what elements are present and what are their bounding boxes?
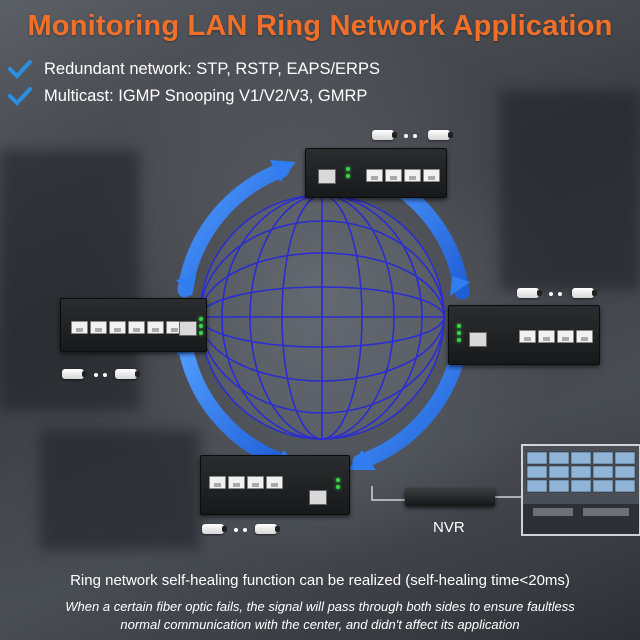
network-switch-right bbox=[448, 305, 600, 365]
ethernet-port bbox=[423, 169, 440, 182]
ethernet-port bbox=[209, 476, 226, 489]
cctv-camera-icon bbox=[115, 369, 140, 379]
ellipsis-dot bbox=[103, 373, 107, 377]
feature-text: Redundant network: STP, RSTP, EAPS/ERPS bbox=[44, 59, 380, 78]
ethernet-port bbox=[166, 321, 183, 334]
ethernet-port bbox=[71, 321, 88, 334]
ellipsis-dot bbox=[404, 134, 408, 138]
ethernet-port bbox=[538, 330, 555, 343]
feature-text: Multicast: IGMP Snooping V1/V2/V3, GMRP bbox=[44, 86, 368, 105]
ellipsis-dot bbox=[234, 528, 238, 532]
checkmark-icon bbox=[8, 60, 32, 79]
ethernet-port bbox=[90, 321, 107, 334]
nvr-label: NVR bbox=[433, 519, 465, 536]
sfp-port bbox=[318, 169, 336, 184]
network-switch-bottom bbox=[200, 455, 350, 515]
cctv-camera-icon bbox=[428, 130, 453, 140]
cctv-camera-icon bbox=[572, 288, 597, 298]
ethernet-port bbox=[404, 169, 421, 182]
nvr-device bbox=[405, 488, 495, 506]
sfp-port bbox=[469, 332, 487, 347]
subcaption-line: normal communication with the center, an… bbox=[120, 617, 520, 632]
ethernet-port bbox=[266, 476, 283, 489]
feature-item: Multicast: IGMP Snooping V1/V2/V3, GMRP bbox=[8, 86, 367, 106]
subcaption: When a certain fiber optic fails, the si… bbox=[0, 598, 640, 634]
ethernet-port bbox=[576, 330, 593, 343]
status-leds bbox=[457, 324, 461, 342]
ellipsis-dot bbox=[413, 134, 417, 138]
ethernet-port bbox=[557, 330, 574, 343]
background-shape bbox=[500, 90, 640, 290]
cctv-camera-icon bbox=[255, 524, 280, 534]
globe-icon bbox=[199, 194, 445, 440]
ethernet-port bbox=[366, 169, 383, 182]
checkmark-icon bbox=[8, 87, 32, 106]
page-title: Monitoring LAN Ring Network Application bbox=[27, 10, 613, 42]
cctv-camera-icon bbox=[62, 369, 87, 379]
ethernet-port bbox=[128, 321, 145, 334]
ellipsis-dot bbox=[243, 528, 247, 532]
status-leds bbox=[346, 167, 350, 178]
video-wall-picture bbox=[523, 446, 639, 534]
ethernet-port bbox=[247, 476, 264, 489]
cctv-camera-icon bbox=[517, 288, 542, 298]
ethernet-port bbox=[385, 169, 402, 182]
feature-item: Redundant network: STP, RSTP, EAPS/ERPS bbox=[8, 59, 380, 79]
status-leds bbox=[199, 317, 203, 335]
ellipsis-dot bbox=[549, 292, 553, 296]
ethernet-port bbox=[147, 321, 164, 334]
background-shape bbox=[0, 150, 140, 410]
cctv-camera-icon bbox=[202, 524, 227, 534]
network-switch-left bbox=[60, 298, 207, 352]
sfp-port bbox=[179, 321, 197, 336]
monitoring-center-image bbox=[521, 444, 640, 536]
ellipsis-dot bbox=[94, 373, 98, 377]
ethernet-port bbox=[519, 330, 536, 343]
ellipsis-dot bbox=[558, 292, 562, 296]
subcaption-line: When a certain fiber optic fails, the si… bbox=[65, 599, 575, 614]
ethernet-port bbox=[109, 321, 126, 334]
network-switch-top bbox=[305, 148, 447, 198]
sfp-port bbox=[309, 490, 327, 505]
caption: Ring network self-healing function can b… bbox=[70, 572, 570, 589]
background-shape bbox=[40, 430, 200, 550]
ethernet-port bbox=[228, 476, 245, 489]
status-leds bbox=[336, 478, 340, 489]
cctv-camera-icon bbox=[372, 130, 397, 140]
